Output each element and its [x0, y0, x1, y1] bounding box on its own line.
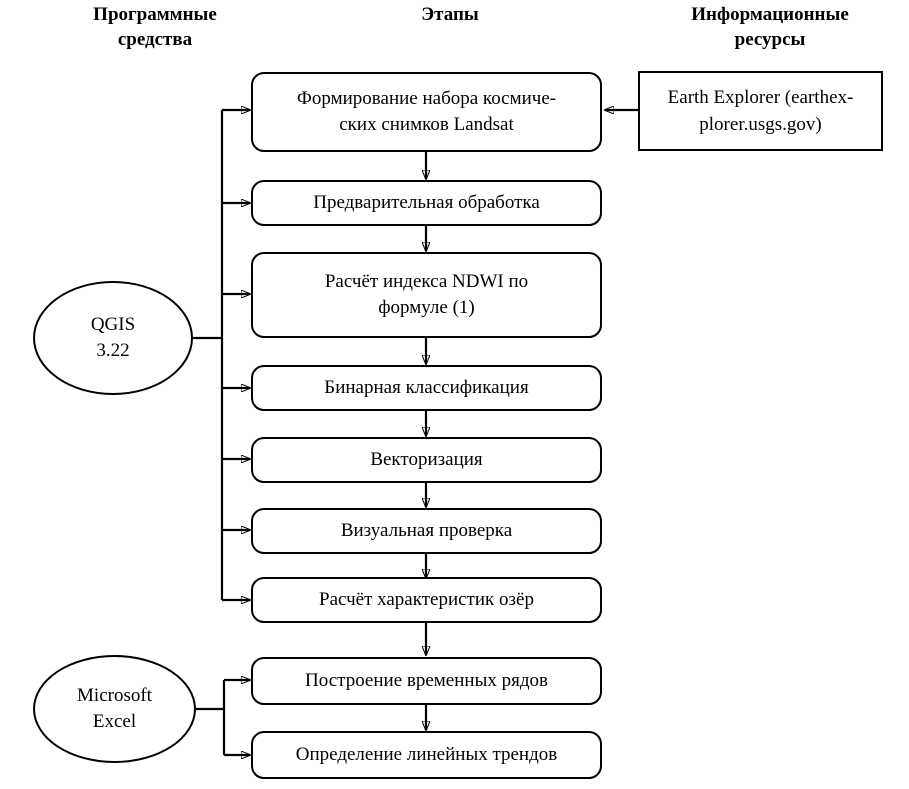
stage-box-raschet-ndwi[interactable]: Расчёт индекса NDWI по формуле (1) [251, 252, 602, 338]
stage-box-predvaritelnaya-obrabotka[interactable]: Предварительная обработка [251, 180, 602, 226]
stage-box-vektorizaciya[interactable]: Векторизация [251, 437, 602, 483]
stage-box-formirovanie-nabora[interactable]: Формирование набора космиче- ских снимко… [251, 72, 602, 152]
software-ellipse-qgis[interactable]: QGIS 3.22 [33, 281, 193, 395]
qgis-trunk [193, 110, 224, 600]
column-header-software: Программные средства [93, 4, 217, 50]
stage-box-postroenie-vremennyh-ryadov[interactable]: Построение временных рядов [251, 657, 602, 705]
stage-box-binarnaya-klassifikaciya[interactable]: Бинарная классификация [251, 365, 602, 411]
stage-box-vizualnaya-proverka[interactable]: Визуальная проверка [251, 508, 602, 554]
excel-branch-arrows [224, 680, 250, 755]
software-ellipse-microsoft-excel[interactable]: Microsoft Excel [33, 655, 196, 763]
stage-box-raschet-harakteristik-ozer[interactable]: Расчёт характеристик озёр [251, 577, 602, 623]
resource-box-earth-explorer[interactable]: Earth Explorer (earthex- plorer.usgs.gov… [638, 71, 883, 151]
column-header-stages: Этапы [421, 4, 479, 25]
excel-trunk [196, 680, 226, 755]
stage-box-opredelenie-lineynyh-trendov[interactable]: Определение линейных трендов [251, 731, 602, 779]
qgis-branch-arrows [222, 110, 250, 600]
column-header-resources: Информационные ресурсы [691, 4, 849, 50]
